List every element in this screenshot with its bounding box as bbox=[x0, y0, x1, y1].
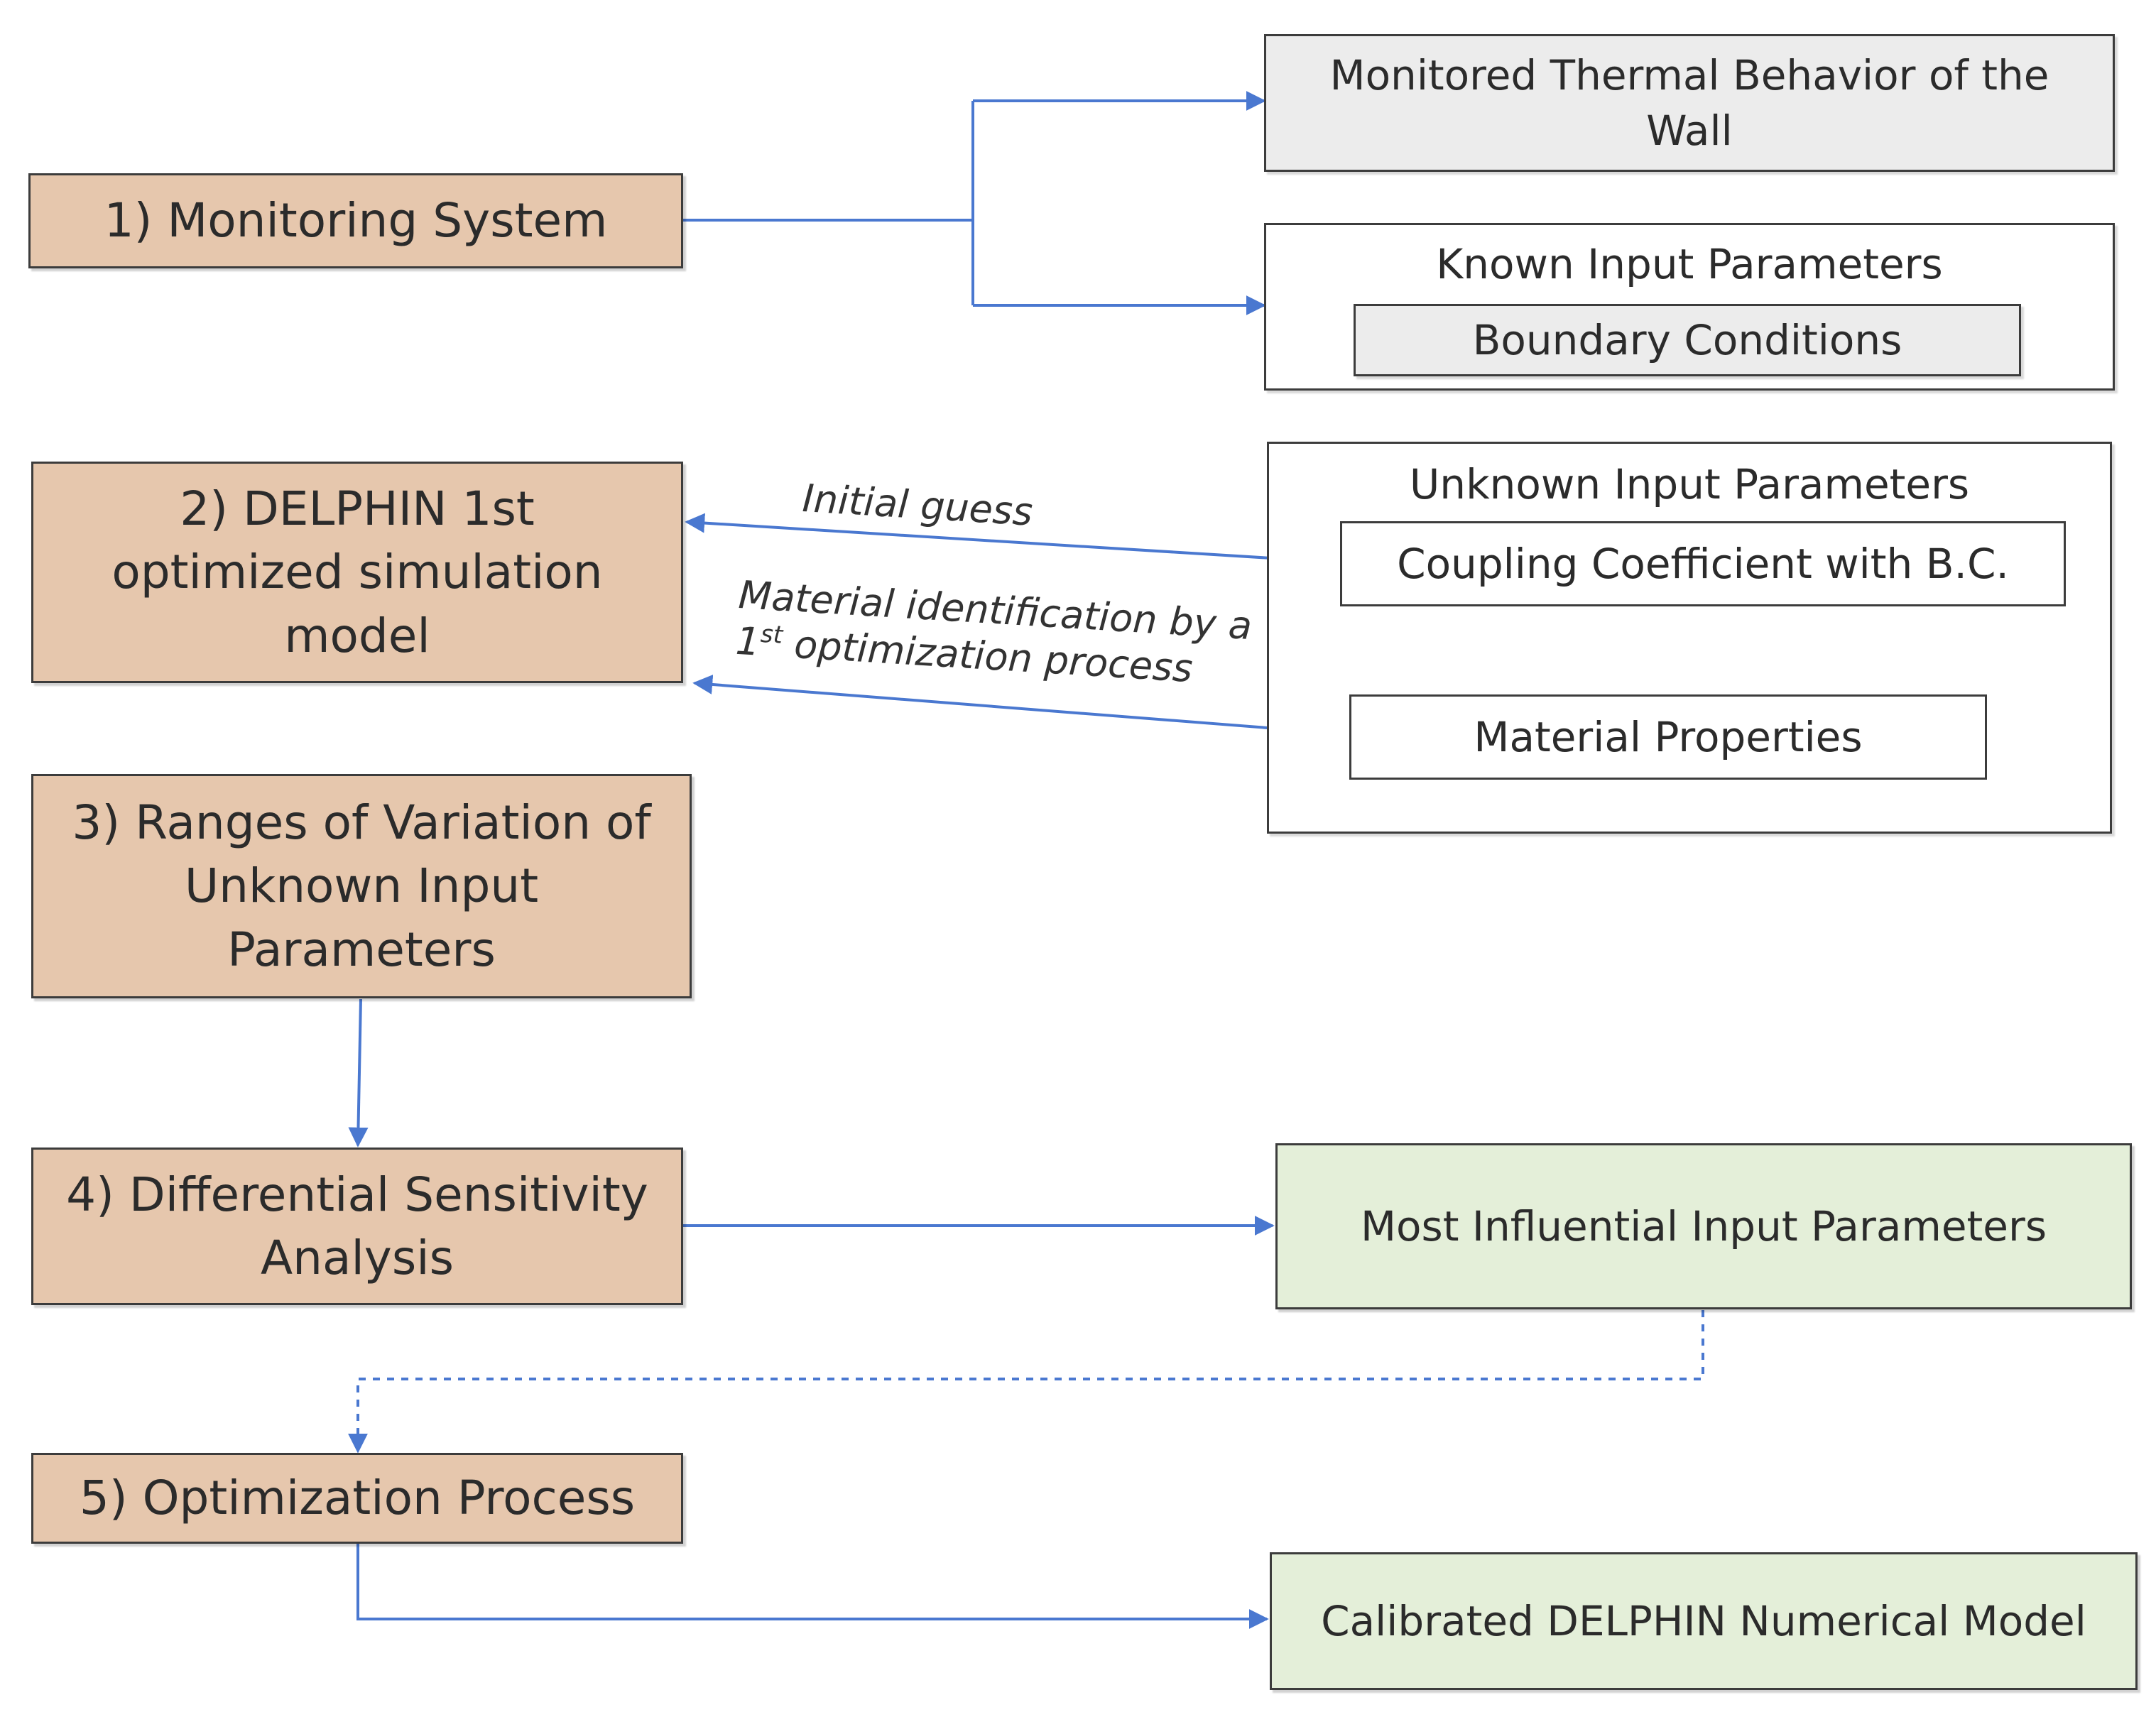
ordinal-number: 1 bbox=[734, 618, 762, 665]
ordinal-suffix: st bbox=[759, 619, 784, 650]
step3-ranges-of-variation: 3) Ranges of Variation of Unknown Input … bbox=[31, 774, 692, 998]
monitored-label-line2: Wall bbox=[1646, 107, 1733, 155]
arrow-step5-to-calibrated bbox=[356, 1544, 1269, 1629]
most-influential-label: Most Influential Input Parameters bbox=[1360, 1201, 2047, 1250]
arrow-material-identification bbox=[692, 675, 1350, 736]
step3-label-line3: Parameters bbox=[227, 922, 496, 977]
step4-differential-sensitivity-analysis: 4) Differential Sensitivity Analysis bbox=[31, 1148, 683, 1305]
step4-label-line2: Analysis bbox=[261, 1231, 454, 1285]
step1-monitoring-system: 1) Monitoring System bbox=[28, 173, 683, 268]
step3-label-line2: Unknown Input bbox=[184, 858, 539, 914]
most-influential-input-parameters-box: Most Influential Input Parameters bbox=[1275, 1143, 2132, 1309]
step2-label-line1: 2) DELPHIN 1st bbox=[180, 481, 535, 537]
arrow-initial-guess bbox=[685, 513, 1341, 564]
step1-label: 1) Monitoring System bbox=[104, 193, 608, 249]
step3-label-line1: 3) Ranges of Variation of bbox=[72, 795, 651, 851]
step5-optimization-process: 5) Optimization Process bbox=[31, 1453, 683, 1544]
coupling-coefficient-box: Coupling Coefficient with B.C. bbox=[1340, 521, 2066, 606]
arrow-influential-to-step5 bbox=[348, 1310, 1704, 1454]
monitored-thermal-behavior-box: Monitored Thermal Behavior of the Wall bbox=[1264, 34, 2115, 172]
monitored-label-line1: Monitored Thermal Behavior of the bbox=[1329, 50, 2049, 99]
step5-label: 5) Optimization Process bbox=[79, 1471, 636, 1526]
calibrated-delphin-model-box: Calibrated DELPHIN Numerical Model bbox=[1270, 1552, 2138, 1690]
material-properties-label: Material Properties bbox=[1474, 712, 1863, 761]
unknown-input-parameters-title: Unknown Input Parameters bbox=[1409, 460, 1970, 508]
arrow-step3-to-step4 bbox=[348, 998, 369, 1148]
boundary-conditions-label: Boundary Conditions bbox=[1472, 315, 1902, 364]
step2-delphin-first-optimized-model: 2) DELPHIN 1st optimized simulation mode… bbox=[31, 462, 683, 683]
boundary-conditions-box: Boundary Conditions bbox=[1354, 304, 2021, 376]
material-properties-box: Material Properties bbox=[1349, 694, 1987, 780]
step2-label-line3: model bbox=[284, 608, 430, 663]
step4-label-line1: 4) Differential Sensitivity bbox=[66, 1167, 648, 1222]
step2-label-line2: optimized simulation bbox=[111, 545, 603, 600]
known-input-parameters-title: Known Input Parameters bbox=[1436, 240, 1943, 288]
calibrated-model-label: Calibrated DELPHIN Numerical Model bbox=[1321, 1596, 2086, 1645]
coupling-coefficient-label: Coupling Coefficient with B.C. bbox=[1397, 539, 2009, 588]
